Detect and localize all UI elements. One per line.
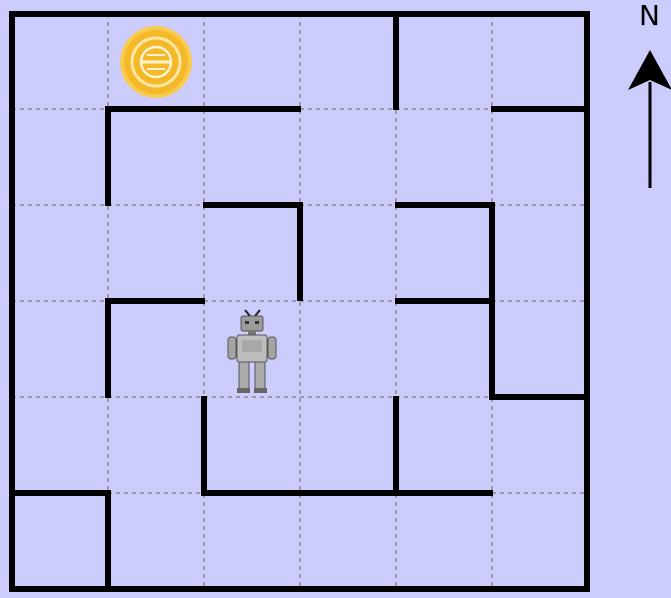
gold-coin-icon: [120, 26, 192, 98]
compass-north-label: N: [639, 2, 660, 30]
grid-lines: [12, 14, 587, 589]
robot-icon: [228, 310, 276, 393]
north-arrow-icon: [628, 50, 671, 188]
